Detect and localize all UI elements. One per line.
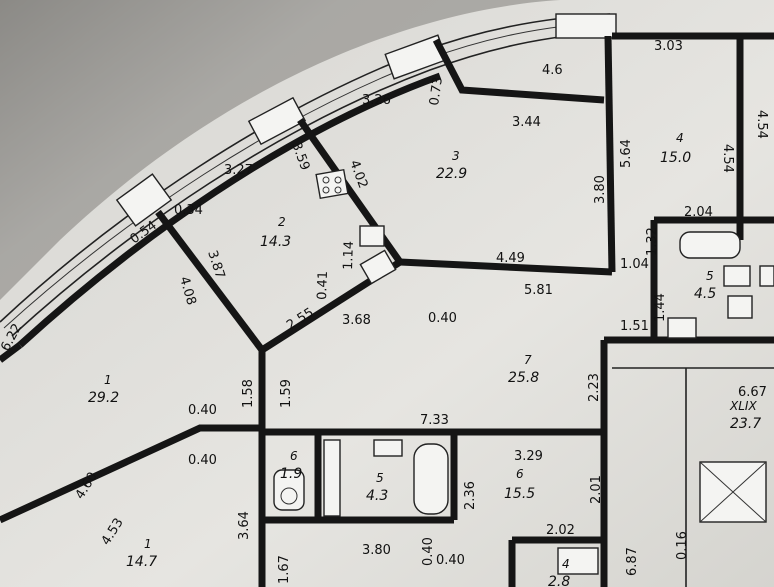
dim-5-64: 5.64 (619, 139, 634, 168)
dim-0-34: 0.34 (174, 203, 203, 218)
room-5-bath-area: 4.3 (366, 488, 388, 504)
room-2-area: 14.3 (260, 234, 291, 250)
dim-1-14: 1.14 (341, 241, 357, 270)
dim-2-23: 2.23 (587, 373, 602, 402)
dim-0-40-mid: 0.40 (428, 311, 457, 326)
dim-2-02: 2.02 (546, 523, 575, 538)
dim-1-67: 1.67 (277, 555, 292, 584)
room-labels: 1 29.2 1 14.7 2 14.3 3 22.9 4 15.0 4 2.8… (88, 63, 761, 587)
fixtures (273, 168, 774, 575)
room-4-right-number: 4 (676, 131, 684, 145)
dim-0-73: 0.73 (427, 76, 446, 107)
room-6-hall-area: 15.5 (504, 486, 535, 502)
dim-0-16: 0.16 (675, 531, 690, 560)
dim-2-04: 2.04 (684, 205, 713, 220)
dim-3-26: 3.26 (362, 93, 391, 108)
room-4-lower-area: 2.8 (548, 574, 570, 587)
room-1-upper-number: 1 (104, 373, 112, 387)
room-1-lower-area: 14.7 (126, 554, 157, 570)
photo-shadow (0, 0, 560, 300)
dim-2-01: 2.01 (589, 475, 604, 504)
dim-3-80-upper: 3.80 (593, 175, 608, 204)
room-5-right-area: 4.5 (694, 286, 716, 302)
room-xlix-area: 23.7 (730, 416, 761, 432)
dim-3-27: 3.27 (224, 163, 253, 178)
dim-1-44: 1.44 (653, 293, 668, 322)
dim-3-29: 3.29 (514, 449, 543, 464)
dim-3-68: 3.68 (342, 313, 371, 328)
interior-walls (0, 32, 774, 587)
room-7-number: 7 (524, 353, 532, 367)
dim-1-32: 1.32 (645, 227, 660, 256)
dim-1-04: 1.04 (620, 257, 649, 272)
dim-6-67: 6.67 (738, 385, 767, 400)
dim-0-40-bottom: 0.40 (436, 553, 465, 568)
room-xlix-number: XLIX (729, 399, 757, 413)
dim-4-49: 4.49 (496, 251, 525, 266)
dim-4-54-right: 4.54 (754, 110, 769, 139)
room-7-area: 25.8 (508, 370, 539, 386)
dim-0-40-left-lower: 0.40 (188, 453, 217, 468)
room-2-number: 2 (278, 215, 286, 229)
room-5-bath-number: 5 (376, 471, 384, 485)
room-4-right-area: 15.0 (660, 150, 691, 166)
dim-3-44: 3.44 (512, 115, 541, 130)
room-6-hall-number: 6 (516, 467, 524, 481)
room-6-small-number: 6 (290, 449, 298, 463)
outer-facade (0, 13, 617, 348)
area-label-4-6: 4.6 (542, 63, 563, 78)
dim-2-36: 2.36 (463, 481, 478, 510)
room-3-number: 3 (452, 149, 460, 163)
room-6-small-area: 1.9 (280, 466, 302, 482)
dim-6-87: 6.87 (625, 547, 640, 576)
room-1-upper-area: 29.2 (88, 390, 119, 406)
dim-1-59: 1.59 (279, 379, 294, 408)
room-5-right-number: 5 (706, 269, 714, 283)
dim-1-58: 1.58 (241, 379, 256, 408)
dim-7-33: 7.33 (420, 413, 449, 428)
dim-0-41: 0.41 (315, 271, 331, 300)
dim-5-81: 5.81 (524, 283, 553, 298)
dim-1-51: 1.51 (620, 319, 649, 334)
room-1-lower-number: 1 (144, 537, 152, 551)
room-3-area: 22.9 (436, 166, 467, 182)
room-4-lower-number: 4 (562, 557, 570, 571)
dim-3-64: 3.64 (237, 511, 252, 540)
dim-4-54-left: 4.54 (720, 144, 735, 173)
dim-0-40-vertical: 0.40 (421, 537, 436, 566)
dim-3-03: 3.03 (654, 39, 683, 54)
dim-3-80-lower: 3.80 (362, 543, 391, 558)
dim-0-40-left-upper: 0.40 (188, 403, 217, 418)
